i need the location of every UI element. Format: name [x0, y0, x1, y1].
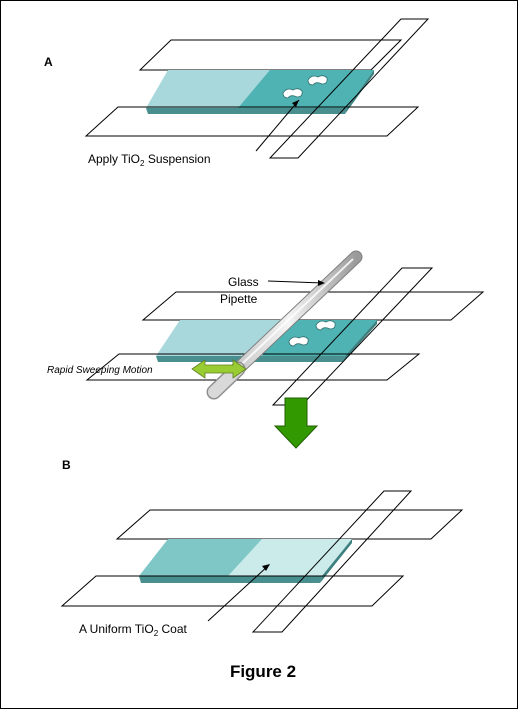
- frame-back-a: [138, 39, 403, 71]
- frame-vertical-a: [268, 18, 430, 159]
- double-arrow-icon: [191, 359, 247, 379]
- panel-b-caption: A Uniform TiO2 Coat: [79, 622, 187, 638]
- pipette-pointer-line: [267, 280, 324, 284]
- droplet-icon: [315, 320, 336, 331]
- droplet-icon: [307, 75, 328, 86]
- droplet-icon: [288, 336, 309, 347]
- panel-a-caption: Apply TiO2 Suspension: [88, 152, 211, 168]
- frame-back-b: [115, 509, 464, 540]
- slide-b: [139, 539, 352, 583]
- frame-front-b: [60, 575, 405, 607]
- pointer-line-a: [255, 99, 300, 152]
- down-arrow-icon: [273, 397, 319, 449]
- pipette-label-line1: Glass: [228, 275, 259, 289]
- panel-sweep: Glass Pipette Rapid Sweeping Motion: [47, 250, 485, 406]
- pointer-line-b: [207, 564, 270, 622]
- frame-front-mid: [85, 353, 421, 381]
- panel-b-letter: B: [62, 458, 71, 472]
- pipette-label-line2: Pipette: [220, 292, 258, 306]
- figure-title: Figure 2: [230, 662, 296, 681]
- droplet-icon: [282, 88, 303, 99]
- pointer-arrowhead-icon: [292, 100, 299, 107]
- panel-a-letter: A: [44, 55, 53, 69]
- motion-label: Rapid Sweeping Motion: [47, 365, 153, 376]
- panel-a: A Apply TiO2 Suspension: [44, 18, 430, 168]
- pipette-pointer-arrowhead-icon: [318, 280, 325, 286]
- panel-b: B A Uniform TiO2 Coat: [60, 458, 464, 638]
- frame-vertical-b: [251, 490, 413, 633]
- pointer-arrowhead-icon: [262, 564, 270, 571]
- frame-back-mid: [141, 291, 485, 321]
